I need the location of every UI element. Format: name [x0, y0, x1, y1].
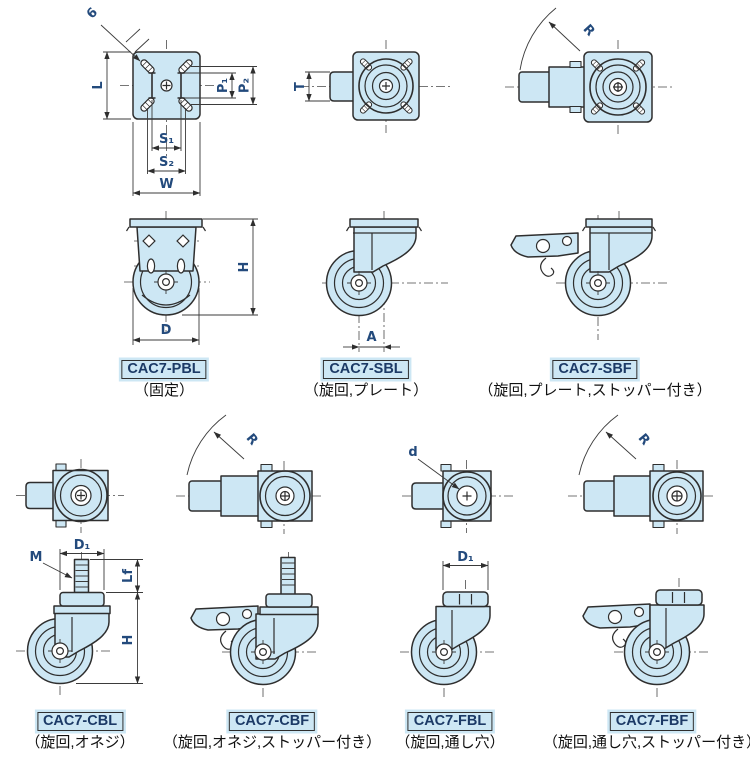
fig-plate-wheel-top-view: T [293, 40, 452, 133]
fig-cac7-cbf [190, 552, 319, 698]
fig-cac7-fbl: D₁ [400, 550, 494, 698]
fig-cac7-fbf [582, 578, 708, 698]
part-type-cac7-fbl: （旋回,通し穴） [395, 734, 505, 751]
label-cac7-fbl: CAC7-FBL （旋回,通し穴） [395, 712, 505, 751]
dim-S1: S₁ [159, 132, 174, 147]
dim-H-pbl: H [237, 262, 252, 273]
dim-D1-fbl: D₁ [457, 550, 474, 565]
dim-R-fbf: R [635, 431, 653, 448]
fig-cac7-sbl: A [322, 211, 448, 352]
dim-swivel-radius-fbf: R [578, 414, 653, 476]
label-cac7-sbf: CAC7-SBF （旋回,プレート,ストッパー付き） [478, 360, 712, 399]
part-code-cac7-fbl: CAC7-FBL [407, 712, 493, 731]
fig-plate-swivel-radius-view: R [505, 7, 672, 136]
dim-d: d [408, 445, 417, 460]
part-code-cac7-sbf: CAC7-SBF [552, 360, 638, 379]
part-code-cac7-cbf: CAC7-CBF [228, 712, 316, 731]
dim-L: L [91, 81, 106, 89]
part-code-cac7-cbl: CAC7-CBL [36, 712, 124, 731]
dim-P1: P₁ [216, 78, 231, 93]
dim-swivel-radius-cbf: R [186, 414, 261, 476]
part-type-cac7-fbf: （旋回,通し穴,ストッパー付き） [542, 734, 750, 751]
dim-D: D [161, 323, 172, 338]
fig-cbf-top-view: R [176, 414, 322, 534]
dim-R: R [580, 22, 598, 39]
dim-M: M [30, 550, 43, 565]
part-type-cac7-sbf: （旋回,プレート,ストッパー付き） [478, 382, 712, 399]
fig-cac7-sbf [510, 211, 670, 340]
label-cac7-fbf: CAC7-FBF （旋回,通し穴,ストッパー付き） [543, 712, 750, 751]
dim-Lf: Lf [121, 569, 136, 583]
dim-A: A [366, 330, 376, 345]
dim-P2: P₂ [238, 78, 253, 93]
dim-slot-width: 6 [84, 5, 101, 22]
label-cac7-cbl: CAC7-CBL （旋回,オネジ） [25, 712, 135, 751]
fig-cac7-pbl: H D [124, 211, 258, 345]
label-cac7-pbl: CAC7-PBL （固定） [121, 360, 207, 399]
dim-T: T [293, 82, 308, 91]
fig-plate-top-view: L 6 P₁ P₂ S₁ S₂ W [84, 5, 257, 196]
part-code-cac7-pbl: CAC7-PBL [121, 360, 207, 379]
part-type-cac7-pbl: （固定） [133, 382, 194, 399]
dim-R-cbf: R [243, 431, 261, 448]
part-type-cac7-cbl: （旋回,オネジ） [25, 734, 135, 751]
part-code-cac7-fbf: CAC7-FBF [609, 712, 695, 731]
part-code-cac7-sbl: CAC7-SBL [323, 360, 409, 379]
label-cac7-cbf: CAC7-CBF （旋回,オネジ,ストッパー付き） [163, 712, 381, 751]
fig-fbl-top-view: d [402, 445, 514, 533]
dim-H-cbl: H [121, 635, 136, 646]
part-type-cac7-sbl: （旋回,プレート） [303, 382, 429, 399]
fig-cbl-top-view [16, 459, 124, 533]
dim-D1-cbl: D₁ [74, 538, 91, 553]
part-type-cac7-cbf: （旋回,オネジ,ストッパー付き） [162, 734, 382, 751]
dim-S2: S₂ [159, 155, 174, 170]
fig-fbf-top-view: R [568, 414, 714, 534]
dim-W: W [159, 177, 173, 192]
fig-cac7-cbl: M D₁ Lf H [16, 538, 143, 697]
label-cac7-sbl: CAC7-SBL （旋回,プレート） [304, 360, 428, 399]
